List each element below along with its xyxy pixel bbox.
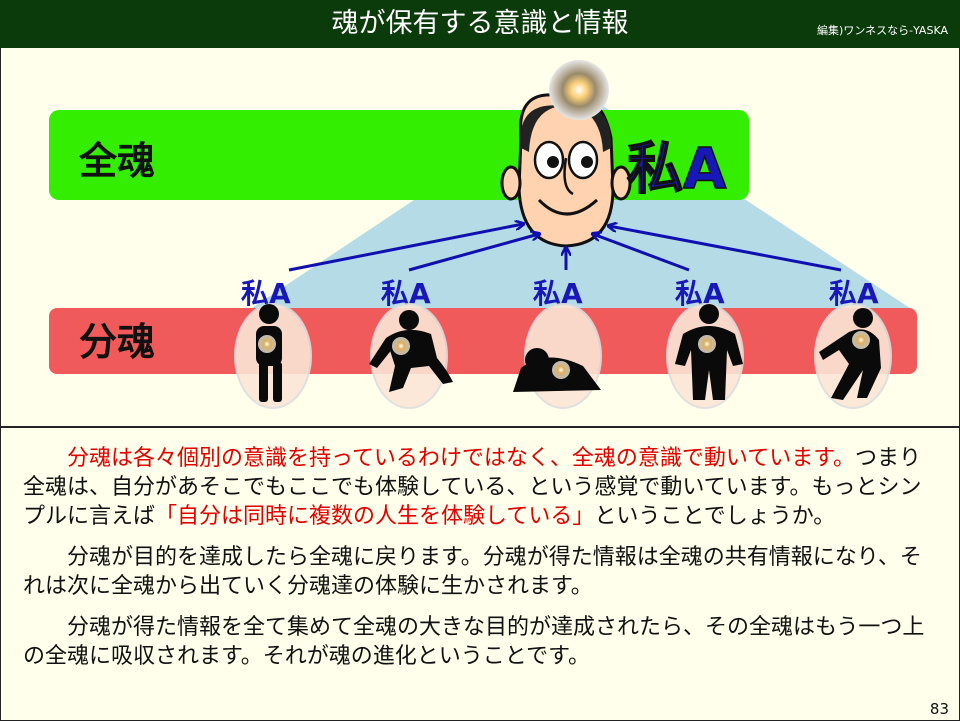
bun-band [49,308,917,374]
soul-diagram: 全魂 分魂 私A 私 [49,60,917,409]
diagram-panel: 全魂 分魂 私A 私 [0,48,960,427]
zen-label: 全魂 [78,139,155,183]
p1-red-2: 「自分は同時に複数の人生を体験している」 [155,504,595,529]
bun-label: 分魂 [79,320,155,364]
arrows [288,224,842,272]
soul-orb-icon [258,335,276,353]
paragraph-2: 分魂が目的を達成したら全魂に戻ります。分魂が得た情報は全魂の共有情報になり、それ… [23,545,922,599]
p1-black: つまり全魂は、自分があそこでもここでも体験している、という感覚で動いています。も… [23,446,922,529]
paragraph-3: 分魂が得た情報を全て集めて全魂の大きな目的が達成されたら、その全魂はもう一つ上の… [23,615,925,669]
soul-orb-icon [392,337,410,355]
soul-orb-icon [698,335,716,353]
soul-orb-icon [552,361,570,379]
main-label: 私A [627,137,727,202]
silhouette-strong-icon [675,304,743,400]
page-title: 魂が保有する意識と情報 [331,8,629,39]
page-number: 83 [929,700,949,718]
paragraph-1: 分魂は各々個別の意識を持っているわけではなく、全魂の意識で動いています。つまり全… [23,444,925,531]
title-bar: 魂が保有する意識と情報 編集)ワンネスなら-YASKA [0,0,960,48]
p1-red-1: 分魂は各々個別の意識を持っているわけではなく、全魂の意識で動いています。 [67,446,856,471]
soul-orb-icon [852,331,870,349]
credit-text: 編集)ワンネスなら-YASKA [817,24,948,37]
p1-tail: ということでしょうか。 [594,504,836,529]
soul-orb-icon [549,60,609,120]
paragraphs: 分魂は各々個別の意識を持っているわけではなく、全魂の意識で動いています。つまり全… [23,444,925,683]
text-panel: 分魂は各々個別の意識を持っているわけではなく、全魂の意識で動いています。つまり全… [0,426,960,721]
